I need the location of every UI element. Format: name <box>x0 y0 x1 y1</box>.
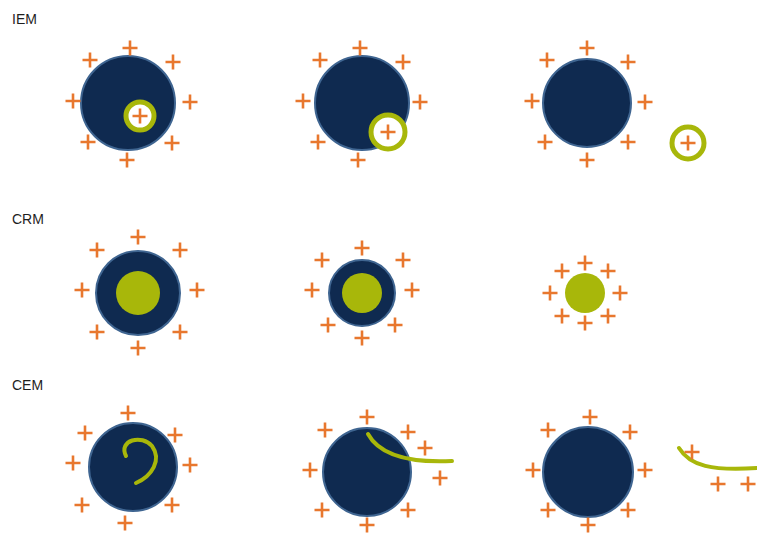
row-label: CEM <box>12 378 43 392</box>
cem-row <box>66 406 757 533</box>
row-label: CRM <box>12 212 44 226</box>
iem-row <box>66 41 705 168</box>
row-label: IEM <box>12 12 37 26</box>
crm-row <box>75 230 628 356</box>
